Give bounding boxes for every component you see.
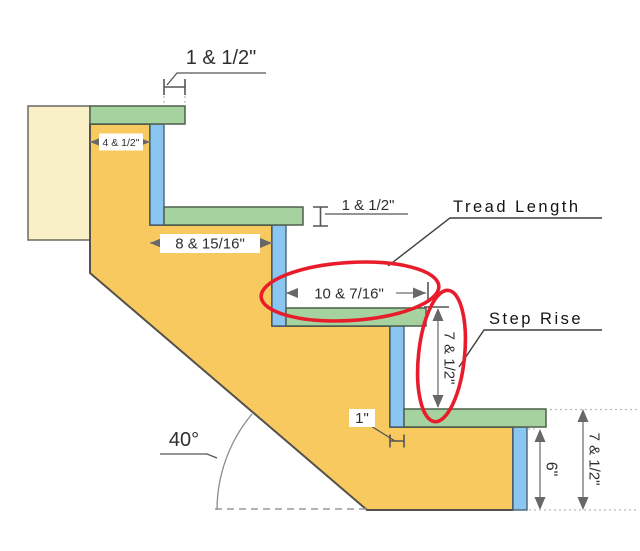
dim-top-nosing-value: 1 & 1/2": [186, 47, 256, 69]
tread-2: [163, 206, 304, 226]
dim-step-rise: 7 & 1/2": [424, 306, 458, 408]
dim-angle: 40°: [160, 413, 366, 511]
dim-top-nosing: 1 & 1/2": [163, 47, 266, 105]
dim-upper-notch-run: 8 & 15/16": [150, 234, 272, 253]
dim-riser-height-value: 6": [543, 462, 560, 477]
dim-overall-rise: 7 & 1/2": [529, 408, 638, 511]
highlight-ellipse-step-rise: [415, 288, 468, 424]
dim-overall-rise-value: 7 & 1/2": [586, 433, 603, 486]
dim-top-landing-run-value: 4 & 1/2": [102, 137, 139, 149]
tread-1: [89, 105, 186, 125]
dim-top-landing-run: 4 & 1/2": [90, 133, 150, 151]
callout-tread-length-label: Tread Length: [453, 198, 581, 216]
dim-angle-value: 40°: [169, 429, 199, 451]
dim-tread-length: 10 & 7/16": [286, 282, 429, 303]
callout-step-rise: Step Rise: [458, 310, 602, 368]
riser-4: [512, 426, 528, 511]
callout-tread-length: Tread Length: [387, 198, 602, 267]
dim-tread-thickness: 1 & 1/2": [313, 197, 408, 227]
wall-block: [27, 105, 91, 241]
callout-step-rise-label: Step Rise: [489, 310, 583, 328]
riser-1: [149, 123, 165, 226]
highlight-ellipse-tread-length: [259, 260, 441, 323]
dim-riser-thickness-value: 1": [355, 410, 369, 427]
dim-step-rise-value: 7 & 1/2": [441, 332, 458, 385]
dim-tread-thickness-value: 1 & 1/2": [342, 197, 395, 214]
riser-3: [389, 325, 405, 428]
angle-arc: [216, 413, 253, 511]
dim-upper-notch-run-value: 8 & 15/16": [175, 236, 245, 253]
dim-riser-height: 6": [528, 428, 560, 510]
dim-riser-thickness: 1": [349, 409, 405, 448]
dim-tread-length-value: 10 & 7/16": [314, 286, 384, 303]
